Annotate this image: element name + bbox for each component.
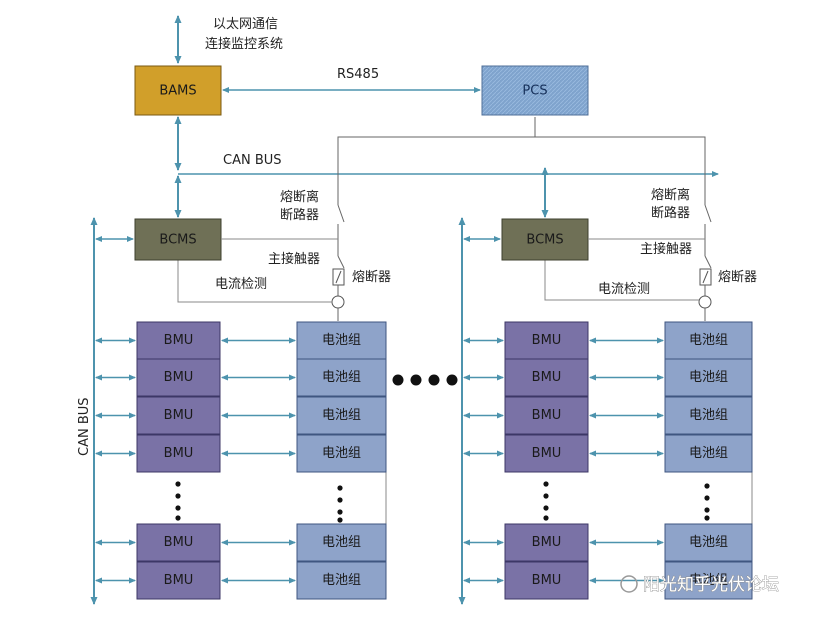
left-bcms-box [134, 218, 222, 261]
can-bus-label: CAN BUS [223, 153, 282, 168]
left-bmu-label: BMU [164, 446, 194, 461]
left-current-detect-line [177, 260, 332, 303]
right-bmu-box [504, 358, 589, 397]
rs485-label: RS485 [337, 67, 379, 82]
left-fuse-label: 熔断器 [352, 270, 391, 285]
left-bmu-label: BMU [164, 370, 194, 385]
right-battery-box [664, 561, 753, 600]
left-bmu-box [136, 321, 221, 360]
right-battery-ellipsis [704, 483, 710, 521]
right-battery-box [664, 321, 753, 360]
left-bmu-label: BMU [164, 573, 194, 588]
right-bcms-label: BCMS [526, 233, 563, 248]
left-cluster: 熔断离 断路器 主接触器 熔断器 电流检测 BCMS CAN BUS [77, 189, 391, 605]
left-bmu-box [136, 523, 221, 562]
right-current-detect-label: 电流检测 [598, 282, 650, 297]
right-bmu-label: BMU [532, 408, 562, 423]
right-bmu-ellipsis [543, 481, 549, 521]
right-battery-box [664, 523, 753, 562]
right-disconnector-label2: 断路器 [651, 205, 690, 221]
left-bmu-box [136, 434, 221, 473]
right-bmu-box [504, 396, 589, 435]
left-battery-box [296, 561, 387, 600]
left-battery-label: 电池组 [322, 573, 361, 588]
right-contactor-switch [704, 242, 712, 269]
right-bmu-box [504, 561, 589, 600]
left-bmu-ellipsis [175, 481, 181, 521]
right-bmu-label: BMU [532, 535, 562, 550]
right-fuse-label: 熔断器 [718, 270, 757, 285]
left-contactor-switch [337, 242, 345, 269]
right-disconnector-label1: 熔断离 [651, 187, 690, 203]
left-contactor-label: 主接触器 [268, 251, 320, 267]
left-battery-box [296, 434, 387, 473]
left-bmu-box [136, 396, 221, 435]
right-battery-label: 电池组 [689, 573, 728, 588]
left-vertical-can-label: CAN BUS [77, 397, 92, 456]
left-battery-label: 电池组 [322, 408, 361, 423]
right-bmu-box [504, 523, 589, 562]
left-current-sensor [331, 295, 345, 309]
right-bmu-label: BMU [532, 573, 562, 588]
left-current-detect-label: 电流检测 [215, 277, 267, 292]
left-bmu-label: BMU [164, 535, 194, 550]
left-battery-label: 电池组 [322, 333, 361, 348]
left-battery-label: 电池组 [322, 370, 361, 385]
pcs-box [481, 65, 589, 116]
right-current-sensor [698, 295, 712, 309]
watermark: 阳光知乎光伏论坛 [620, 575, 779, 595]
left-bcms-label: BCMS [159, 233, 196, 248]
ethernet-label-line2: 连接监控系统 [205, 36, 283, 52]
right-contactor-label: 主接触器 [640, 241, 692, 257]
left-battery-label: 电池组 [322, 446, 361, 461]
left-battery-box [296, 321, 387, 360]
left-bmu-box [136, 358, 221, 397]
right-bmu-label: BMU [532, 446, 562, 461]
left-disconnector-switch [337, 204, 345, 242]
right-bmu-label: BMU [532, 370, 562, 385]
left-battery-label: 电池组 [322, 535, 361, 550]
left-disconnector-label2: 断路器 [280, 207, 319, 223]
left-battery-box [296, 523, 387, 562]
cluster-ellipsis-dots [392, 374, 458, 386]
right-fuse-mark [702, 270, 709, 284]
right-battery-box [664, 434, 753, 473]
right-battery-box [664, 358, 753, 397]
left-bmu-label: BMU [164, 333, 194, 348]
right-bmu-label: BMU [532, 333, 562, 348]
right-battery-label: 电池组 [689, 408, 728, 423]
right-disconnector-switch [704, 204, 712, 242]
right-battery-label: 电池组 [689, 446, 728, 461]
left-bmu-box [136, 561, 221, 600]
pcs-power-line [337, 117, 706, 205]
watermark-text: 阳光知乎光伏论坛 [643, 575, 779, 595]
bams-box [134, 65, 222, 116]
right-cluster: 熔断离 断路器 主接触器 熔断器 电流检测 BCMS BMU 电池组 BMU 电池组 B… [458, 187, 757, 605]
pcs-label: PCS [522, 84, 547, 99]
watermark-logo-icon [620, 575, 638, 593]
right-bcms-box [501, 218, 589, 261]
left-battery-box [296, 358, 387, 397]
right-battery-label: 电池组 [689, 333, 728, 348]
left-battery-box [296, 396, 387, 435]
left-bmu-label: BMU [164, 408, 194, 423]
left-battery-ellipsis [337, 485, 343, 523]
left-disconnector-label1: 熔断离 [280, 189, 319, 205]
right-battery-box [664, 396, 753, 435]
right-battery-label: 电池组 [689, 535, 728, 550]
right-current-detect-line [544, 260, 699, 301]
left-fuse-mark [335, 270, 342, 284]
ethernet-label-line1: 以太网通信 [213, 17, 278, 32]
right-bmu-box [504, 434, 589, 473]
right-battery-label: 电池组 [689, 370, 728, 385]
bams-label: BAMS [159, 84, 196, 99]
